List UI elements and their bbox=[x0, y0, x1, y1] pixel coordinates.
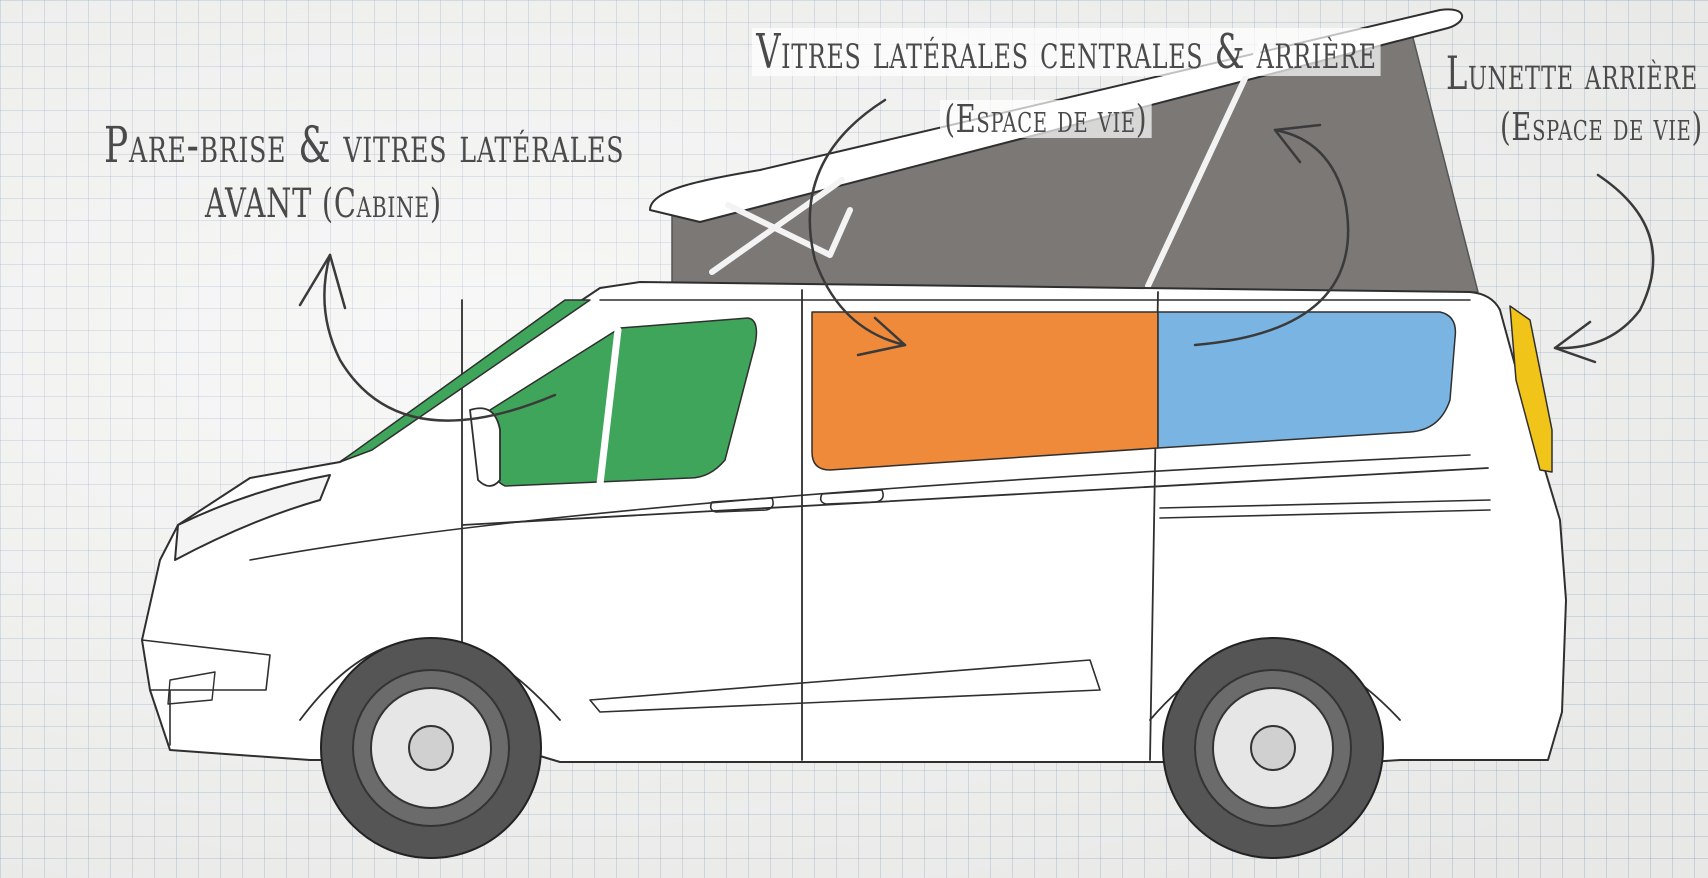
rear-side-glass bbox=[1157, 311, 1457, 449]
arrow-front bbox=[298, 253, 557, 422]
wheel-rear bbox=[1162, 637, 1384, 859]
arrow-rear-side bbox=[1193, 123, 1350, 347]
center-side-glass bbox=[811, 311, 1159, 471]
roof-strut-front bbox=[709, 177, 853, 275]
label-front-subtitle: AVANT (Cabine) bbox=[205, 181, 442, 227]
door-lines bbox=[461, 289, 1489, 761]
front-bumper bbox=[141, 639, 271, 746]
label-center-subtitle: (Espace de vie) bbox=[940, 100, 1152, 138]
label-front-title: Pare-brise & vitres latérales bbox=[104, 116, 625, 174]
wheel-front bbox=[320, 637, 542, 859]
label-rear-title: Lunette arrière bbox=[1446, 46, 1698, 100]
front-door-pillar bbox=[596, 326, 622, 488]
arrow-center bbox=[808, 98, 907, 357]
headlight bbox=[174, 474, 331, 561]
label-center-title: Vitres latérales centrales & arrière bbox=[752, 28, 1381, 76]
fog-light bbox=[167, 671, 216, 705]
roof-strut-rear bbox=[1145, 39, 1265, 289]
arrow-rear bbox=[1553, 173, 1655, 364]
rear-window-glass bbox=[1509, 305, 1553, 473]
label-rear-subtitle: (Espace de vie) bbox=[1500, 105, 1703, 149]
side-mirror bbox=[469, 407, 501, 487]
windshield-glass bbox=[339, 299, 591, 463]
door-handle-sliding bbox=[819, 489, 884, 505]
door-handle-front bbox=[709, 497, 774, 513]
